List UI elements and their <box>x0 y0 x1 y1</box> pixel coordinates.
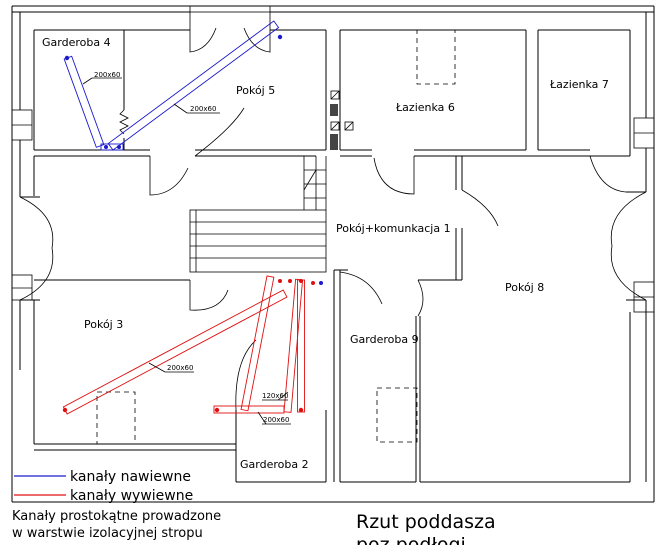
plan-title: Rzut poddasza <box>356 511 496 533</box>
room-label-pokoj-5: Pokój 5 <box>236 84 275 97</box>
note-line-2: w warstwie izolacyjnej stropu <box>12 526 203 541</box>
interior-walls <box>33 29 631 483</box>
duct-size-label: 200x60 <box>190 105 216 113</box>
room-label-pokoj-3: Pokój 3 <box>84 318 123 331</box>
legend: kanały nawiewne kanały wywiewne <box>14 469 193 504</box>
balcony-doors <box>19 12 647 301</box>
legend-exhaust-label: kanały wywiewne <box>70 488 193 504</box>
room-label-garderoba-2: Garderoba 2 <box>240 458 309 471</box>
staircase <box>189 156 327 273</box>
skylights <box>96 29 456 445</box>
chimney-block <box>330 90 354 150</box>
duct-size-label: 120x60 <box>262 392 288 400</box>
outer-walls <box>11 5 655 503</box>
room-label-lazienka-6: Łazienka 6 <box>395 101 455 114</box>
exhaust-ducts <box>62 275 323 415</box>
duct-size-label: 200x60 <box>94 71 120 79</box>
windows <box>11 5 655 313</box>
dimension-leaders <box>82 77 291 425</box>
supply-duct-garderoba4 <box>63 55 105 148</box>
room-label-komunikacja-1: Pokój+komunkacja 1 <box>336 222 451 235</box>
supply-duct-pokoj5 <box>107 20 280 151</box>
duct-size-label: 200x60 <box>263 416 289 424</box>
duct-size-label: 200x60 <box>167 364 193 372</box>
legend-supply-label: kanały nawiewne <box>70 469 191 485</box>
plan-subtitle: poz.podłogi <box>356 534 466 545</box>
room-label-pokoj-8: Pokój 8 <box>505 281 544 294</box>
supply-ducts <box>63 20 283 151</box>
exhaust-duct-garderoba2-a <box>240 275 275 412</box>
exhaust-duct-garderoba2-b <box>283 278 304 413</box>
note-line-1: Kanały prostokątne prowadzone <box>12 509 221 524</box>
room-label-garderoba-9: Garderoba 9 <box>350 333 419 346</box>
exhaust-duct-pokoj3 <box>62 289 288 415</box>
room-label-garderoba-4: Garderoba 4 <box>42 36 111 49</box>
room-label-lazienka-7: Łazienka 7 <box>549 78 609 91</box>
